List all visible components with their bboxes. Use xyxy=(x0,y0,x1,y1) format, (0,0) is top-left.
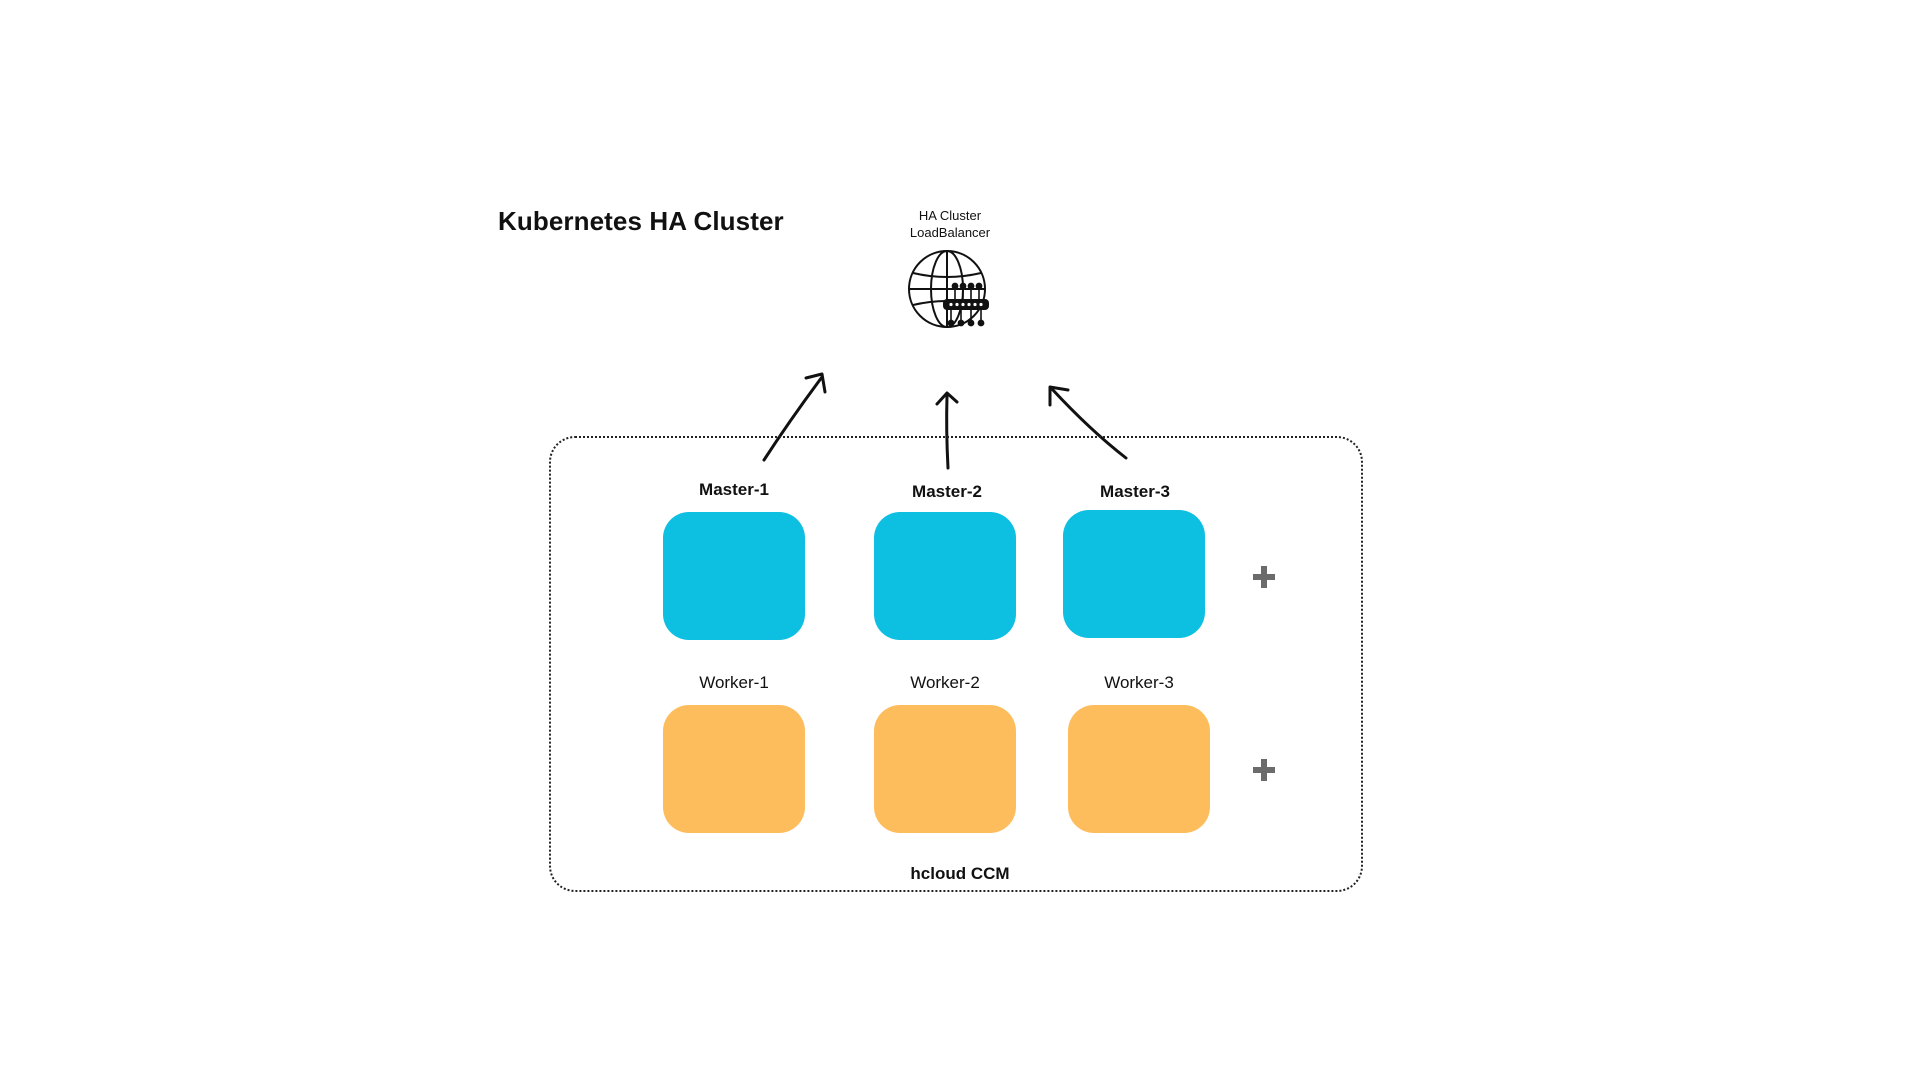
master-2-label: Master-2 xyxy=(912,482,982,501)
arrowhead-master-3 xyxy=(1048,385,1070,407)
worker-3-node xyxy=(1068,705,1210,833)
plus-icon xyxy=(1253,759,1275,781)
worker-2-node xyxy=(874,705,1016,833)
worker-3-label: Worker-3 xyxy=(1104,673,1174,692)
master-2-node xyxy=(874,512,1016,640)
master-1-node xyxy=(663,512,805,640)
worker-1-label: Worker-1 xyxy=(699,673,769,692)
worker-2-label: Worker-2 xyxy=(910,673,980,692)
arrowhead-master-2 xyxy=(935,391,959,406)
cluster-footer-label: hcloud CCM xyxy=(910,864,1010,883)
master-3-node xyxy=(1063,510,1205,638)
master-3-label: Master-3 xyxy=(1100,482,1170,501)
globe-network-icon xyxy=(908,250,989,328)
plus-icon xyxy=(1253,566,1275,588)
load-balancer-label: HA Cluster LoadBalancer xyxy=(880,207,1020,241)
load-balancer-label-line1: HA Cluster xyxy=(918,208,982,223)
load-balancer-label-line2: LoadBalancer xyxy=(909,225,991,240)
arrowhead-master-1 xyxy=(804,372,827,394)
cluster-boundary xyxy=(549,436,1363,892)
worker-1-node xyxy=(663,705,805,833)
diagram-title: Kubernetes HA Cluster xyxy=(498,206,784,236)
master-1-label: Master-1 xyxy=(699,480,769,499)
